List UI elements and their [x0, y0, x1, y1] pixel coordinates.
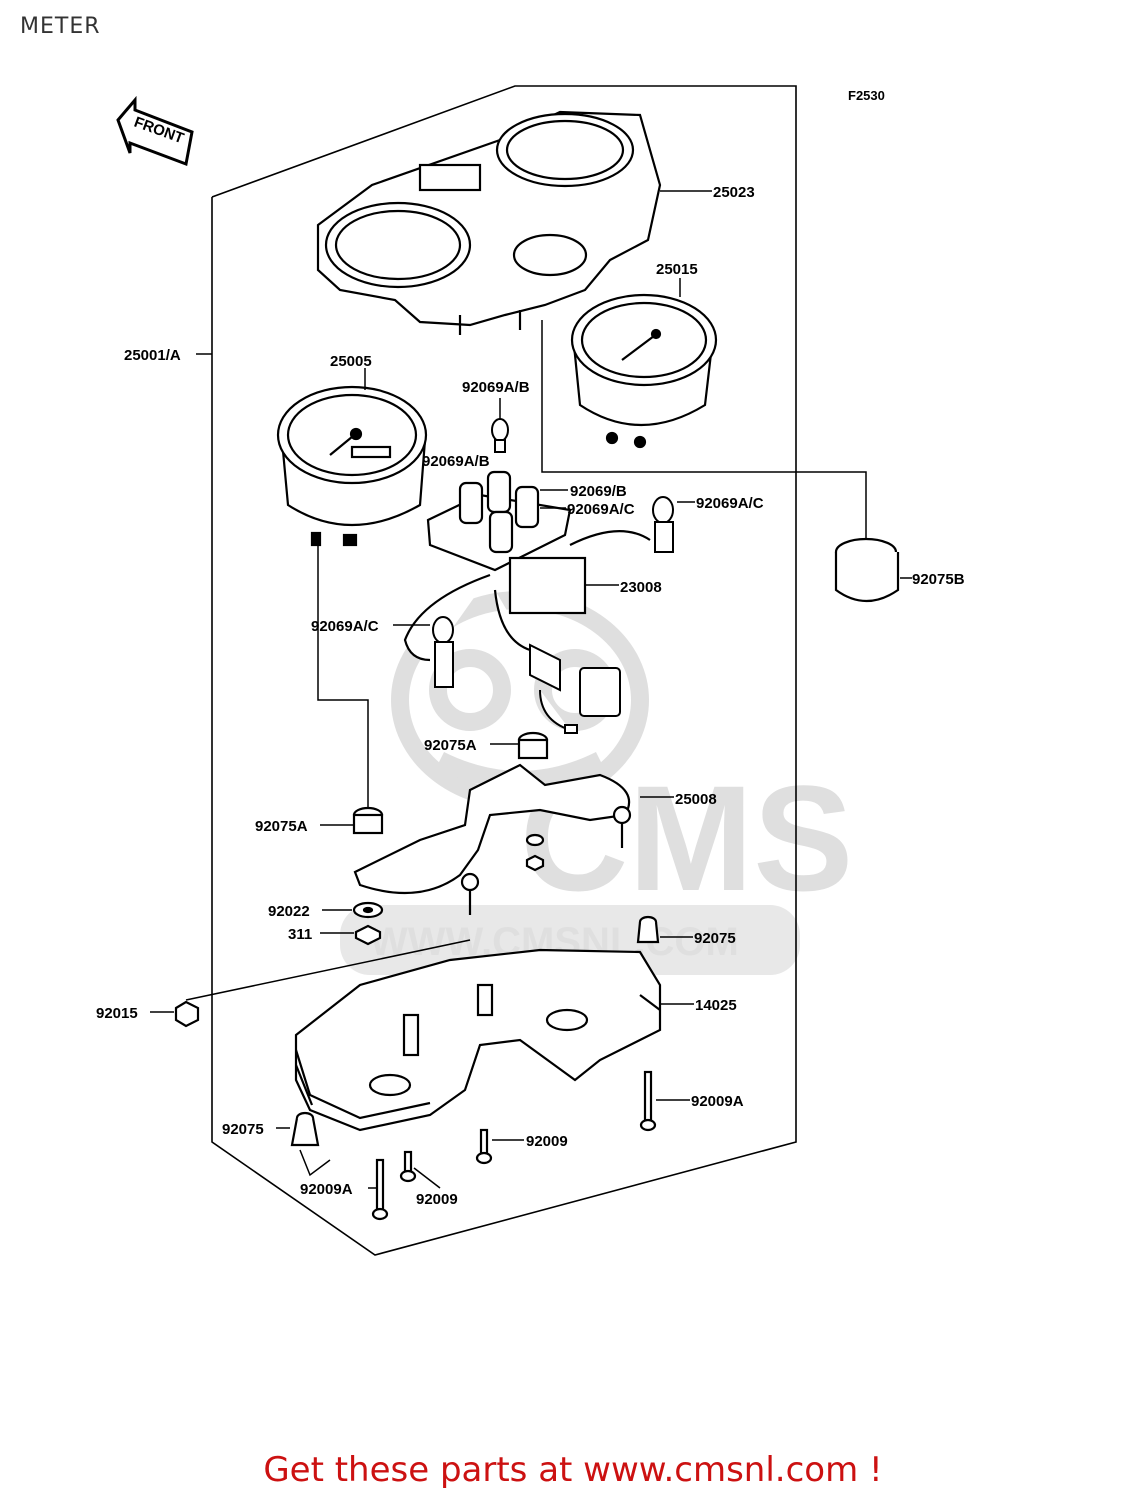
washer	[352, 901, 384, 919]
part-label-92075b: 92075B	[912, 571, 965, 588]
part-label-23008: 23008	[620, 579, 662, 596]
cms-watermark: CMS WWW.CMSNL.COM	[340, 591, 853, 975]
indicator-cap	[541, 320, 900, 602]
part-label-92069ac-mid: 92069A/C	[567, 501, 635, 518]
screw-92009-mid	[475, 1128, 493, 1165]
part-label-92022: 92022	[268, 903, 310, 920]
nut-92015	[174, 939, 471, 1028]
wiring-connector	[529, 643, 621, 734]
screw-92009a-right	[639, 1070, 657, 1132]
part-label-92069ab-mid: 92069A/B	[422, 453, 490, 470]
screw-92009a-left	[371, 1158, 389, 1221]
part-label-92069ac-right: 92069A/C	[696, 495, 764, 512]
part-label-92075-right: 92075	[694, 930, 736, 947]
meter-cover	[316, 110, 662, 335]
part-label-25005: 25005	[330, 353, 372, 370]
part-label-92069b: 92069/B	[570, 483, 627, 500]
part-label-14025: 14025	[695, 997, 737, 1014]
part-label-25008: 25008	[675, 791, 717, 808]
part-label-92015: 92015	[96, 1005, 138, 1022]
grommet-upper	[517, 731, 549, 760]
damper-left	[290, 1111, 320, 1147]
part-label-92069ab-top: 92069A/B	[462, 379, 530, 396]
speedometer-gauge	[276, 385, 428, 547]
nut	[354, 924, 382, 946]
figure-code: F2530	[848, 88, 885, 103]
meter-lower-case	[294, 948, 662, 1132]
part-label-92009a-right: 92009A	[691, 1093, 744, 1110]
part-label-92075a-left: 92075A	[255, 818, 308, 835]
exploded-parts-diagram: CMS WWW.CMSNL.COM FRONT F2530 25023 25	[96, 85, 965, 1256]
part-label-92069ac-left: 92069A/C	[311, 618, 379, 635]
part-label-92075a-upper: 92075A	[424, 737, 477, 754]
assembly-outline	[211, 85, 797, 1256]
tachometer-gauge	[570, 293, 718, 449]
grommet-left	[317, 545, 384, 835]
part-label-92009-mid: 92009	[526, 1133, 568, 1150]
damper-right	[636, 915, 660, 944]
part-label-25015: 25015	[656, 261, 698, 278]
part-label-311: 311	[288, 926, 312, 943]
screw-92009-bottom	[399, 1150, 417, 1183]
meter-bracket	[353, 763, 632, 915]
watermark-brand: CMS	[520, 754, 853, 922]
part-label-25001a: 25001/A	[124, 347, 181, 364]
page-title: METER	[20, 14, 101, 39]
front-arrow-icon: FRONT	[116, 95, 194, 167]
footer-link[interactable]: Get these parts at www.cmsnl.com !	[263, 1450, 883, 1490]
part-label-92009-bottom: 92009	[416, 1191, 458, 1208]
part-label-92075-left: 92075	[222, 1121, 264, 1138]
part-label-25023: 25023	[713, 184, 755, 201]
part-label-92009a-left: 92009A	[300, 1181, 353, 1198]
